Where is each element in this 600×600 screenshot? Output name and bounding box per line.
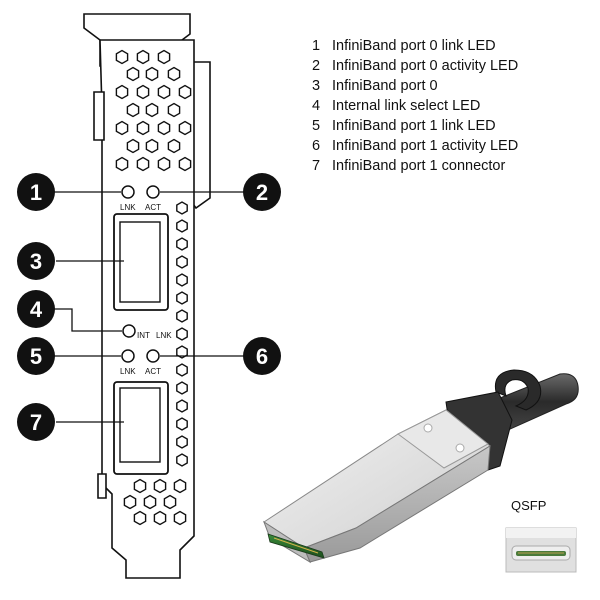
vent-hole	[133, 510, 147, 526]
int-lnk-label: LNK	[156, 331, 172, 340]
vent-hole	[115, 120, 129, 136]
vent-hole	[176, 417, 188, 431]
bracket-left-clip-lower	[97, 473, 107, 499]
callout-4: 4	[17, 290, 55, 328]
vent-hole	[173, 478, 187, 494]
vent-hole	[145, 138, 159, 154]
svg-text:5: 5	[30, 344, 42, 369]
callouts: 1 2 3 4 5 6 7	[17, 173, 281, 441]
vent-hole	[167, 102, 181, 118]
svg-text:3: 3	[30, 249, 42, 274]
vent-hole	[176, 363, 188, 377]
svg-text:2: 2	[256, 180, 268, 205]
vent-hole	[157, 84, 171, 100]
callout-2: 2	[243, 173, 281, 211]
vent-hole	[176, 201, 188, 215]
vent-hole	[178, 120, 192, 136]
vent-hole	[136, 120, 150, 136]
vent-hole	[176, 255, 188, 269]
vent-hole	[157, 49, 171, 65]
callout-6: 6	[243, 337, 281, 375]
internal-link-select-led	[122, 324, 136, 338]
port0-act-label: ACT	[145, 203, 161, 212]
qsfp-port-detail: QSFP	[505, 498, 577, 573]
vent-holes-top	[115, 49, 192, 172]
vent-hole	[176, 309, 188, 323]
vent-hole	[178, 84, 192, 100]
callout-5: 5	[17, 337, 55, 375]
vent-hole	[167, 138, 181, 154]
port1-act-label: ACT	[145, 367, 161, 376]
port1-activity-led	[146, 349, 160, 363]
vent-hole	[176, 381, 188, 395]
callout-7: 7	[17, 403, 55, 441]
vent-hole	[176, 237, 188, 251]
bracket-left-clip	[93, 91, 105, 141]
qsfp-label: QSFP	[511, 498, 546, 513]
vent-hole	[176, 273, 188, 287]
vent-hole	[115, 156, 129, 172]
vent-hole	[153, 478, 167, 494]
svg-text:4: 4	[30, 297, 43, 322]
vent-holes-bottom	[123, 478, 187, 526]
qsfp-pull-tab-loop	[494, 369, 542, 411]
port0-lnk-label: LNK	[120, 203, 136, 212]
port0-link-led	[121, 185, 135, 199]
port1-lnk-label: LNK	[120, 367, 136, 376]
vent-hole	[176, 327, 188, 341]
callout-3: 3	[17, 242, 55, 280]
vent-hole	[157, 156, 171, 172]
vent-hole	[157, 120, 171, 136]
svg-text:7: 7	[30, 410, 42, 435]
vent-hole	[176, 453, 188, 467]
vent-hole	[173, 510, 187, 526]
vent-hole	[143, 494, 157, 510]
vent-hole	[126, 66, 140, 82]
vent-hole	[136, 156, 150, 172]
vent-hole	[136, 49, 150, 65]
leader-line-4	[54, 308, 122, 332]
svg-text:1: 1	[30, 180, 42, 205]
vent-hole	[136, 84, 150, 100]
svg-text:6: 6	[256, 344, 268, 369]
vent-hole	[123, 494, 137, 510]
vent-hole	[145, 102, 159, 118]
vent-hole	[115, 49, 129, 65]
vent-hole	[163, 494, 177, 510]
infiniband-port-1	[113, 381, 169, 475]
vent-hole	[176, 399, 188, 413]
port0-activity-led	[146, 185, 160, 199]
callout-1: 1	[17, 173, 55, 211]
vent-hole	[133, 478, 147, 494]
vent-hole	[176, 219, 188, 233]
vent-hole	[145, 66, 159, 82]
port1-link-led	[121, 349, 135, 363]
vent-hole	[115, 84, 129, 100]
qsfp-connector-illustration	[262, 369, 579, 564]
vent-hole	[153, 510, 167, 526]
vent-hole	[176, 345, 188, 359]
vent-hole	[126, 138, 140, 154]
vent-hole	[178, 156, 192, 172]
int-label: INT	[137, 331, 150, 340]
qsfp-latch	[397, 409, 489, 469]
vent-hole	[126, 102, 140, 118]
qsfp-cable	[499, 373, 579, 431]
vent-hole	[176, 435, 188, 449]
infiniband-port-0	[113, 213, 169, 311]
vent-holes-middle	[176, 201, 188, 467]
vent-hole	[167, 66, 181, 82]
vent-hole	[176, 291, 188, 305]
